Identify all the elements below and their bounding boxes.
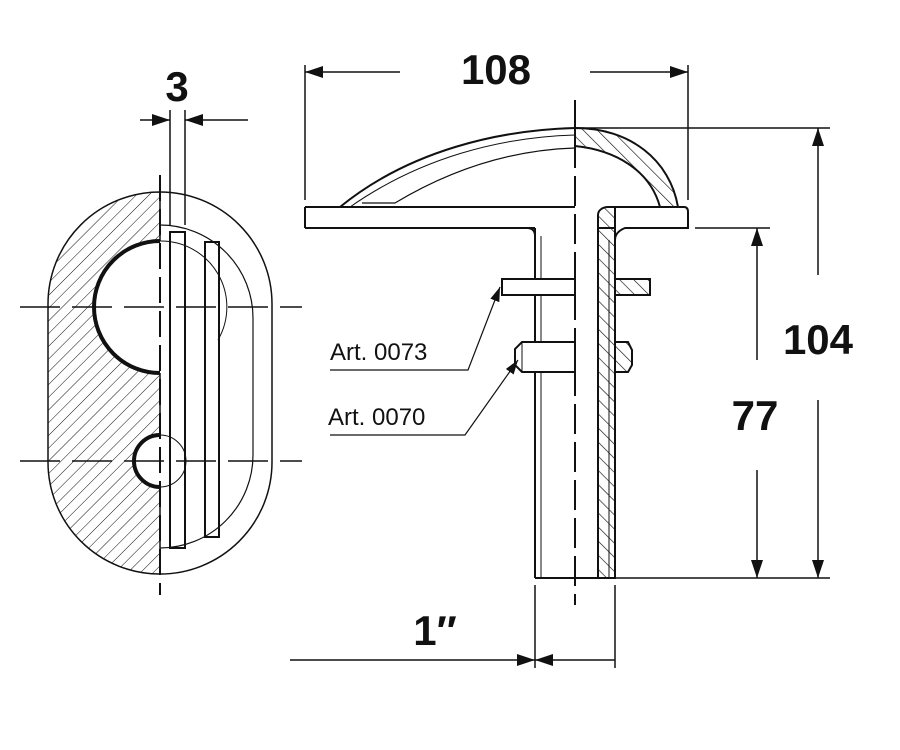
- dimension-stem-length: 77: [732, 392, 779, 439]
- dimension-thread-size: 1″: [413, 607, 456, 654]
- dimension-overall-width: 108: [461, 46, 531, 93]
- stem-wall: [597, 227, 616, 579]
- dome-section: [574, 126, 680, 229]
- callout-nut: Art. 0070: [328, 404, 425, 431]
- slot: [204, 241, 220, 538]
- callout-washer: Art. 0073: [330, 339, 427, 366]
- side-section-view: [290, 65, 830, 668]
- flange: [304, 206, 575, 229]
- dimension-overall-height: 104: [783, 316, 854, 363]
- dimension-slot-width: 3: [165, 63, 188, 110]
- slot: [169, 231, 186, 549]
- washer: [501, 278, 576, 296]
- outer-outline: [159, 191, 273, 575]
- front-view: [20, 110, 302, 595]
- nut: [514, 341, 576, 373]
